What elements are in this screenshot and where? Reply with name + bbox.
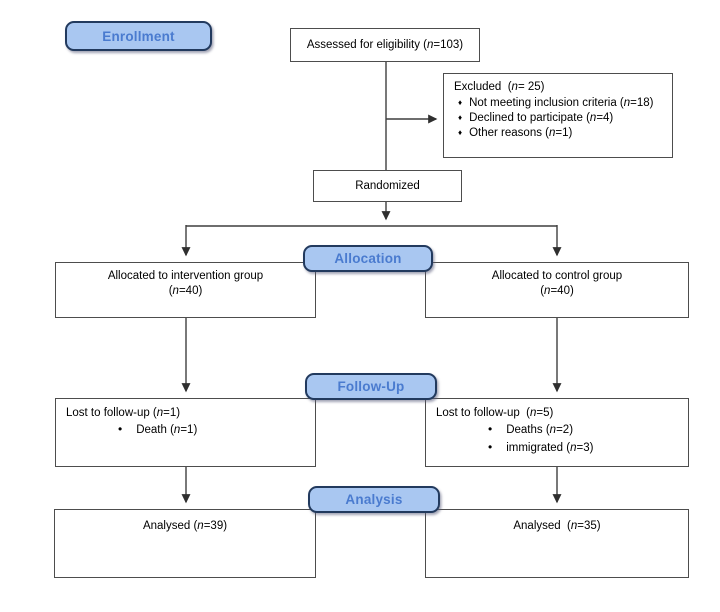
diamond-bullet-icon: ♦ <box>458 113 463 122</box>
excluded-item: ♦ Declined to participate (n=4) <box>454 111 664 126</box>
stage-badge-analysis: Analysis <box>308 486 440 513</box>
excluded-title: Excluded (n= 25) <box>454 81 545 93</box>
lost-followup-control-title: Lost to follow-up (n=5) <box>436 407 554 419</box>
box-allocated-intervention: Allocated to intervention group (n=40) <box>55 262 316 318</box>
stage-badge-enrollment-label: Enrollment <box>102 28 175 44</box>
stage-badge-enrollment: Enrollment <box>65 21 212 51</box>
followup-item-text: Death (n=1) <box>136 424 198 436</box>
excluded-item: ♦ Not meeting inclusion criteria (n=18) <box>454 96 664 111</box>
stage-badge-allocation: Allocation <box>303 245 433 272</box>
dot-bullet-icon: • <box>488 422 493 436</box>
followup-item: • Death (n=1) <box>66 421 307 439</box>
allocated-control-line1: Allocated to control group <box>491 270 623 282</box>
box-randomized: Randomized <box>313 170 462 202</box>
stage-badge-followup: Follow-Up <box>305 373 437 400</box>
followup-item-text: immigrated (n=3) <box>506 442 594 454</box>
box-excluded: Excluded (n= 25) ♦ Not meeting inclusion… <box>443 73 673 158</box>
box-analysed-intervention: Analysed (n=39) <box>54 509 316 578</box>
followup-item: • immigrated (n=3) <box>436 439 680 457</box>
allocated-control-line2: (n=40) <box>540 285 574 297</box>
dot-bullet-icon: • <box>488 440 493 454</box>
diamond-bullet-icon: ♦ <box>458 128 463 137</box>
analysed-control-text: Analysed (n=35) <box>513 520 601 532</box>
excluded-item-text: Other reasons (n=1) <box>469 127 573 139</box>
followup-item: • Deaths (n=2) <box>436 421 680 439</box>
lost-followup-intervention-title: Lost to follow-up (n=1) <box>66 407 181 419</box>
excluded-item-text: Not meeting inclusion criteria (n=18) <box>469 97 654 109</box>
stage-badge-analysis-label: Analysis <box>345 492 403 507</box>
box-lost-followup-control: Lost to follow-up (n=5) • Deaths (n=2) •… <box>425 398 689 467</box>
analysed-intervention-text: Analysed (n=39) <box>142 520 228 532</box>
box-lost-followup-intervention: Lost to follow-up (n=1) • Death (n=1) <box>55 398 316 467</box>
randomized-text: Randomized <box>355 179 420 192</box>
dot-bullet-icon: • <box>118 422 123 436</box>
allocated-intervention-line1: Allocated to intervention group <box>107 270 264 282</box>
stage-badge-allocation-label: Allocation <box>334 251 402 266</box>
excluded-bullet-list: ♦ Not meeting inclusion criteria (n=18) … <box>454 96 664 141</box>
box-allocated-control: Allocated to control group (n=40) <box>425 262 689 318</box>
stage-badge-followup-label: Follow-Up <box>337 379 405 394</box>
excluded-item-text: Declined to participate (n=4) <box>469 112 614 124</box>
lost-followup-control-list: • Deaths (n=2) • immigrated (n=3) <box>436 421 680 457</box>
assessed-eligibility-text: Assessed for eligibility (n=103) <box>306 38 464 51</box>
allocated-intervention-line2: (n=40) <box>168 285 203 297</box>
excluded-item: ♦ Other reasons (n=1) <box>454 126 664 141</box>
lost-followup-intervention-list: • Death (n=1) <box>66 421 307 439</box>
box-analysed-control: Analysed (n=35) <box>425 509 689 578</box>
box-assessed-eligibility: Assessed for eligibility (n=103) <box>290 28 480 62</box>
diamond-bullet-icon: ♦ <box>458 98 463 107</box>
followup-item-text: Deaths (n=2) <box>506 424 574 436</box>
